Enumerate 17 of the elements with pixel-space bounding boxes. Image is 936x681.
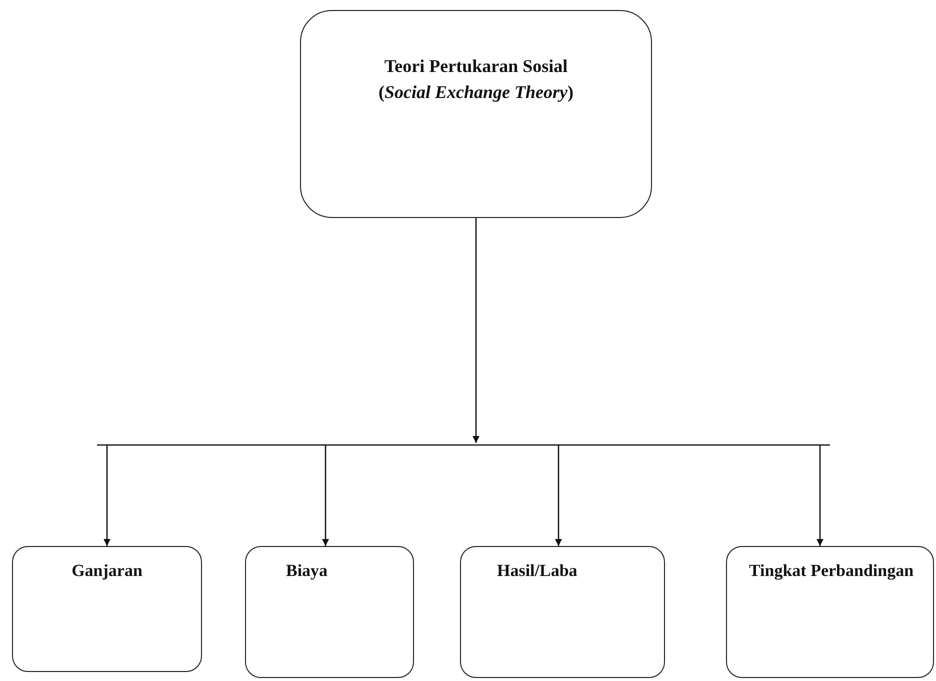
arrow xyxy=(322,445,329,546)
trunk-arrow xyxy=(472,218,480,443)
node-subtitle: (Social Exchange Theory) xyxy=(378,81,574,104)
arrow xyxy=(104,445,110,546)
concept-box xyxy=(460,546,665,678)
concept-box xyxy=(726,546,934,678)
arrow xyxy=(555,445,562,546)
node-title: Ganjaran xyxy=(70,560,144,582)
node-title: Hasil/Laba xyxy=(497,560,578,582)
node-title: Biaya xyxy=(286,560,329,582)
node-title: Teori Pertukaran Sosial xyxy=(383,54,569,78)
concept-box xyxy=(245,546,414,678)
arrow xyxy=(816,445,824,546)
node-title: Tingkat Perbandingan xyxy=(749,560,915,582)
branch-line xyxy=(97,444,830,446)
concept-box xyxy=(12,546,202,672)
theory-box xyxy=(300,10,652,218)
